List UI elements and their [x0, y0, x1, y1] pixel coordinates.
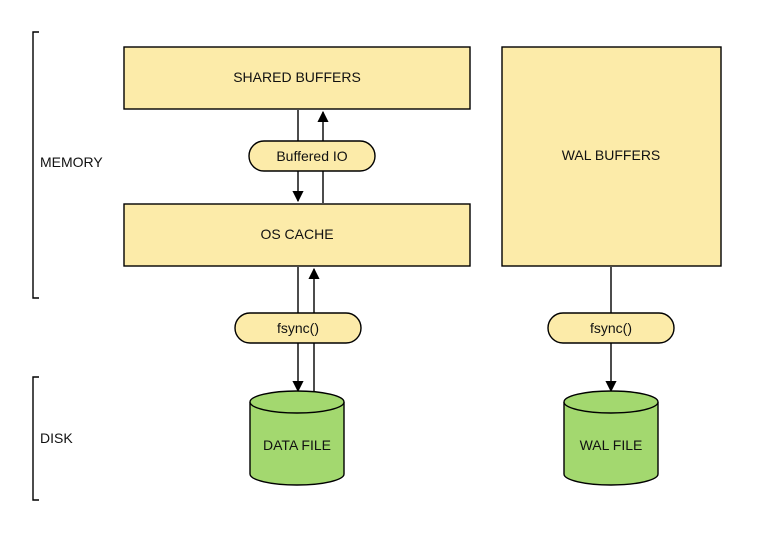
wal-file-cylinder: WAL FILE: [563, 390, 659, 486]
os-cache-label: OS CACHE: [260, 226, 333, 242]
data-file-cylinder: DATA FILE: [249, 390, 345, 486]
fsync-wal-label: fsync(): [590, 320, 632, 336]
disk-label: DISK: [40, 430, 73, 446]
buffered-io-label: Buffered IO: [276, 148, 347, 164]
os-cache-box: OS CACHE: [123, 203, 471, 267]
buffered-io-pill: Buffered IO: [248, 140, 376, 172]
fsync-data-label: fsync(): [277, 320, 319, 336]
shared-buffers-label: SHARED BUFFERS: [233, 69, 361, 85]
wal-buffers-label: WAL BUFFERS: [562, 147, 661, 163]
data-file-label: DATA FILE: [263, 437, 331, 453]
wal-buffers-box: WAL BUFFERS: [501, 46, 722, 267]
wal-file-label: WAL FILE: [580, 437, 643, 453]
memory-label: MEMORY: [40, 154, 103, 170]
shared-buffers-box: SHARED BUFFERS: [123, 46, 471, 110]
fsync-wal-pill: fsync(): [547, 312, 675, 344]
disk-bracket: [32, 376, 39, 501]
memory-bracket: [32, 31, 39, 299]
fsync-data-pill: fsync(): [234, 312, 362, 344]
